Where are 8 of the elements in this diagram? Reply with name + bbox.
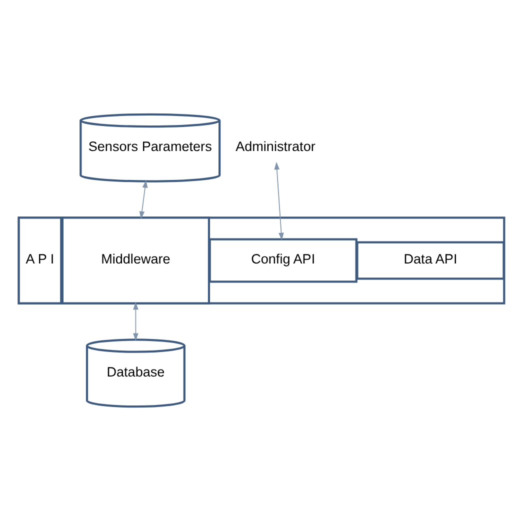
arrow — [274, 162, 284, 240]
arrow — [133, 302, 138, 341]
arrow — [139, 180, 148, 219]
node-text: Administrator — [236, 139, 316, 154]
node-box: Data API — [356, 241, 505, 280]
node-box: Config API — [208, 238, 358, 283]
node-box: A P I — [18, 216, 62, 304]
node-box: Middleware — [61, 216, 210, 304]
